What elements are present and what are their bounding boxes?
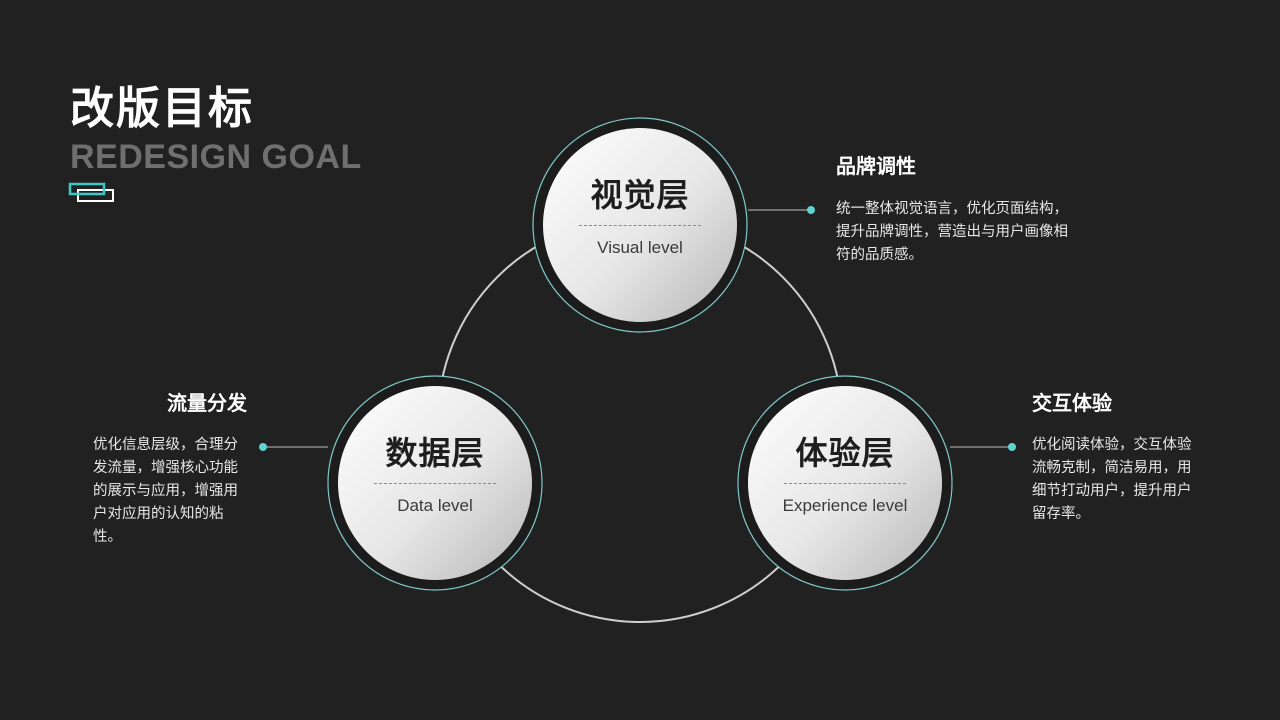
node-data: 数据层 Data level xyxy=(338,386,532,580)
text-line: 发流量，增强核心功能 xyxy=(93,460,238,476)
text-line: 统一整体视觉语言，优化页面结构， xyxy=(836,201,1068,217)
node-title: 数据层 xyxy=(385,435,485,471)
connector-dot-data xyxy=(259,443,267,451)
annotation-text-data: 优化信息层级，合理分 发流量，增强核心功能 的展示与应用，增强用 户对应用的认知… xyxy=(93,434,238,549)
page-subtitle: REDESIGN GOAL xyxy=(70,138,362,176)
node-divider xyxy=(374,483,496,484)
node-title: 视觉层 xyxy=(590,177,690,213)
text-line: 优化阅读体验，交互体验 xyxy=(1032,437,1192,453)
annotation-heading-data: 流量分发 xyxy=(167,393,247,415)
text-line: 提升品牌调性，营造出与用户画像相 xyxy=(836,224,1068,240)
text-line: 优化信息层级，合理分 xyxy=(93,437,238,453)
annotation-heading-visual: 品牌调性 xyxy=(836,156,916,178)
text-line: 细节打动用户，提升用户 xyxy=(1032,483,1192,499)
node-subtitle: Experience level xyxy=(782,496,908,515)
text-line: 留存率。 xyxy=(1032,506,1090,522)
text-line: 性。 xyxy=(93,529,122,545)
page-title: 改版目标 xyxy=(70,84,254,133)
annotation-text-visual: 统一整体视觉语言，优化页面结构， 提升品牌调性，营造出与用户画像相 符的品质感。 xyxy=(836,198,1068,267)
node-title: 体验层 xyxy=(795,435,895,471)
text-line: 流畅克制，简洁易用，用 xyxy=(1032,460,1192,476)
node-visual: 视觉层 Visual level xyxy=(543,128,737,322)
node-divider xyxy=(784,483,906,484)
annotation-heading-experience: 交互体验 xyxy=(1032,393,1112,415)
annotation-text-experience: 优化阅读体验，交互体验 流畅克制，简洁易用，用 细节打动用户，提升用户 留存率。 xyxy=(1032,434,1192,526)
text-line: 户对应用的认知的粘 xyxy=(93,506,224,522)
connector-dot-visual xyxy=(807,206,815,214)
connector-dot-experience xyxy=(1008,443,1016,451)
text-line: 符的品质感。 xyxy=(836,247,923,263)
decorative-bracket-icon xyxy=(68,182,114,202)
node-subtitle: Visual level xyxy=(597,238,683,257)
node-subtitle: Data level xyxy=(397,496,473,515)
node-experience: 体验层 Experience level xyxy=(748,386,942,580)
text-line: 的展示与应用，增强用 xyxy=(93,483,238,499)
node-divider xyxy=(579,225,701,226)
